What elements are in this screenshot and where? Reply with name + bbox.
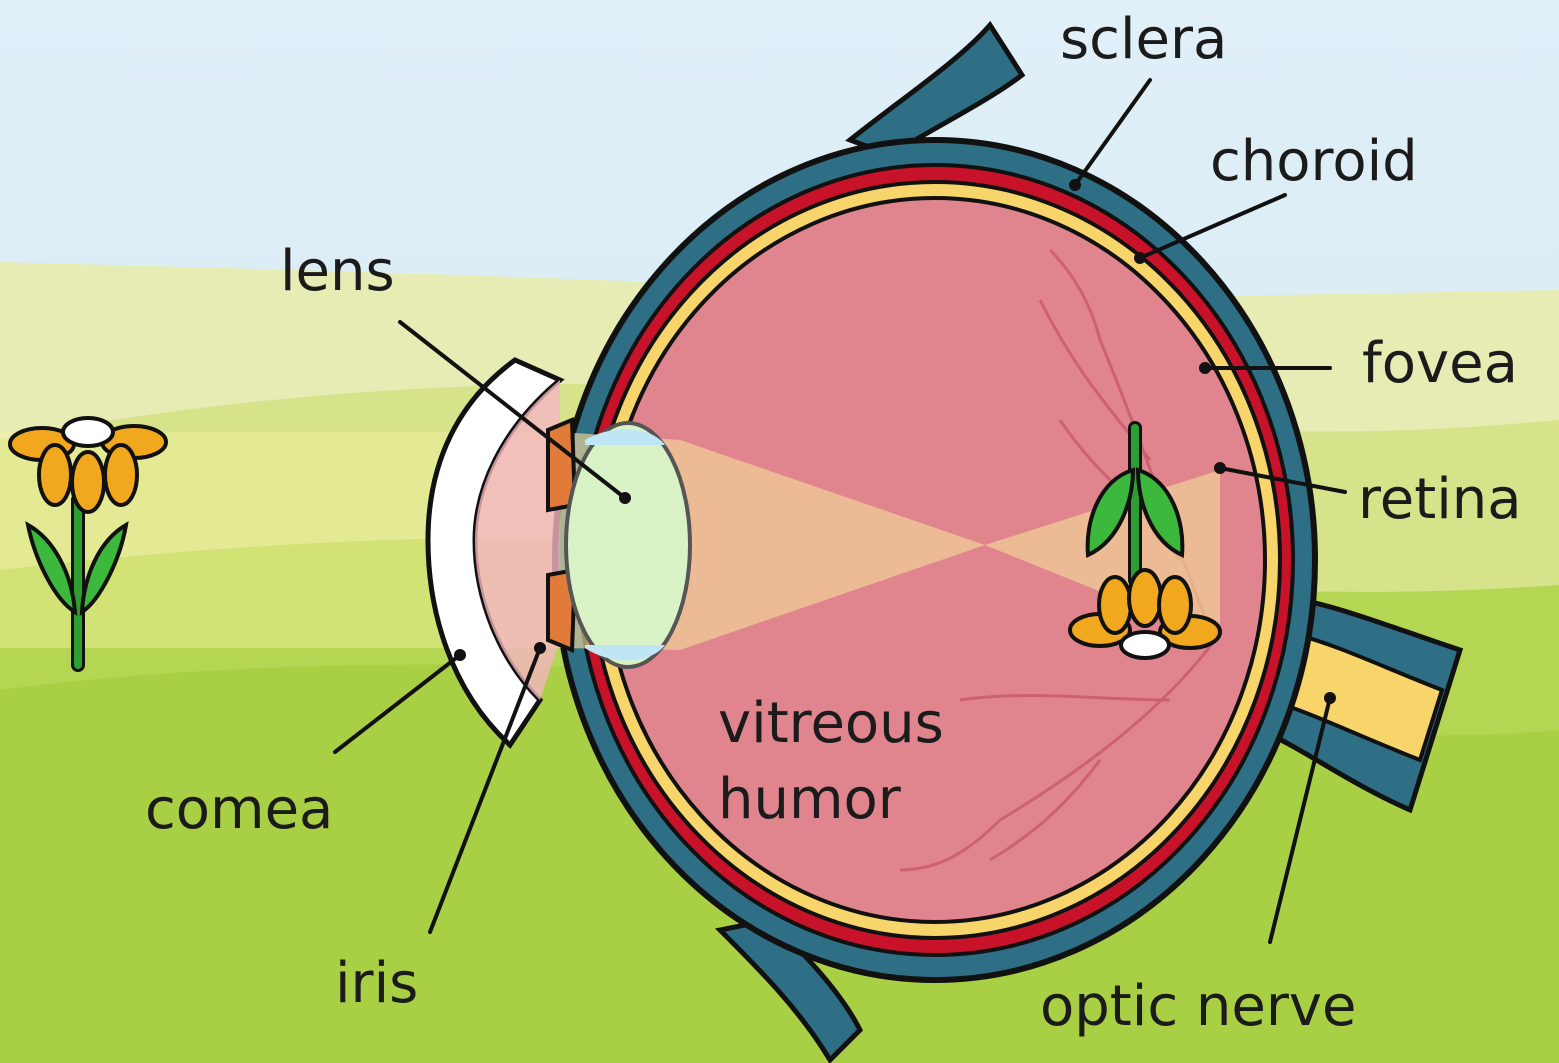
lens-body <box>566 423 690 667</box>
fovea-dot <box>1199 362 1211 374</box>
cornea-dot <box>454 649 466 661</box>
retina-dot <box>1214 462 1226 474</box>
iris-dot <box>534 642 546 654</box>
label-fovea: fovea <box>1362 331 1518 396</box>
label-optic-nerve: optic nerve <box>1040 974 1356 1039</box>
label-cornea: comea <box>145 777 333 842</box>
label-lens: lens <box>280 239 395 304</box>
optic-nerve-dot <box>1324 692 1336 704</box>
label-vitreous-line1: vitreous <box>718 691 944 756</box>
lens-dot <box>619 492 631 504</box>
label-retina: retina <box>1358 467 1522 532</box>
choroid-dot <box>1134 252 1146 264</box>
label-iris: iris <box>335 951 418 1016</box>
label-choroid: choroid <box>1210 129 1418 194</box>
label-sclera: sclera <box>1060 7 1227 72</box>
label-vitreous-line2: humor <box>718 767 902 832</box>
sclera-dot <box>1069 179 1081 191</box>
